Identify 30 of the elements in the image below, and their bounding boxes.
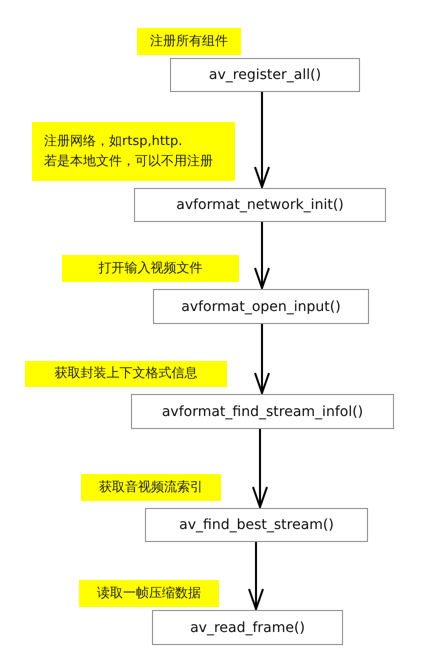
function-name: avformat_find_stream_infol() [162, 402, 364, 422]
note-box [81, 474, 221, 501]
note-text: 获取音视频流索引 [99, 478, 203, 496]
note-box [137, 28, 241, 55]
arrow [254, 324, 270, 394]
arrow [254, 92, 270, 188]
function-name: av_find_best_stream() [179, 516, 334, 535]
function-name: av_read_frame() [190, 618, 305, 638]
function-name: avformat_open_input() [181, 298, 341, 316]
note-text: 获取封装上下文格式信息 [54, 365, 198, 383]
arrow [248, 542, 264, 610]
note-box [62, 255, 239, 282]
function-box [152, 610, 343, 645]
function-box [131, 394, 394, 429]
function-name: avformat_network_init() [176, 196, 344, 215]
note-text: 读取一帧压缩数据 [97, 584, 201, 602]
note-box [32, 122, 235, 181]
note-text: 注册网络，如rtsp,http. [44, 132, 182, 150]
function-box [170, 58, 360, 92]
note-text: 若是本地文件，可以不用注册 [44, 152, 213, 170]
note-box [25, 361, 227, 387]
arrow [254, 222, 270, 289]
function-box [134, 188, 386, 222]
arrow [252, 429, 268, 508]
function-box [145, 508, 368, 542]
note-box [79, 580, 219, 607]
function-box [153, 289, 369, 324]
function-name: av_register_all() [208, 66, 322, 85]
note-text: 注册所有组件 [150, 32, 228, 50]
note-text: 打开输入视频文件 [98, 260, 202, 278]
